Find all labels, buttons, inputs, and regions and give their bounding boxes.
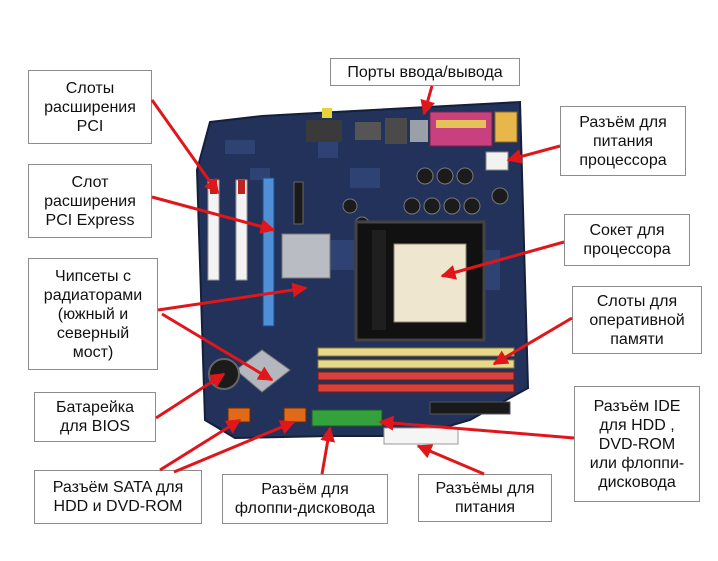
northbridge-heatsink	[281, 233, 331, 279]
label-io-ports: Порты ввода/вывода	[330, 58, 520, 86]
label-ide: Разъём IDE для HDD , DVD-ROM или флоппи-…	[574, 386, 700, 502]
label-sata: Разъём SATA для HDD и DVD-ROM	[34, 470, 202, 524]
ide-connector	[429, 401, 511, 415]
io-ports-area	[306, 108, 518, 147]
cpu-socket	[354, 220, 486, 342]
sata-port-1	[227, 407, 251, 423]
ram-slots	[317, 347, 515, 393]
label-cpu-socket: Сокет для процессора	[564, 214, 690, 266]
label-bios-battery: Батарейка для BIOS	[34, 392, 156, 442]
pcie-x1-slot	[293, 181, 304, 225]
label-chipsets: Чипсеты с радиаторами (южный и северный …	[28, 258, 158, 370]
label-ram-slots: Слоты для оперативной памяти	[572, 286, 702, 354]
bios-battery-holder	[208, 358, 240, 390]
sata-port-2	[283, 407, 307, 423]
label-pcie-slot: Слот расширения PCI Express	[28, 164, 152, 238]
atx-power-connector	[383, 427, 459, 445]
cpu-power-connector	[485, 151, 509, 171]
label-floppy: Разъём для флоппи-дисковода	[222, 474, 388, 524]
pcie-slot	[262, 177, 275, 327]
label-pci-slots: Слоты расширения PCI	[28, 70, 152, 144]
label-cpu-power: Разъём для питания процессора	[560, 106, 686, 176]
floppy-connector	[311, 409, 383, 427]
label-power: Разъёмы для питания	[418, 474, 552, 522]
